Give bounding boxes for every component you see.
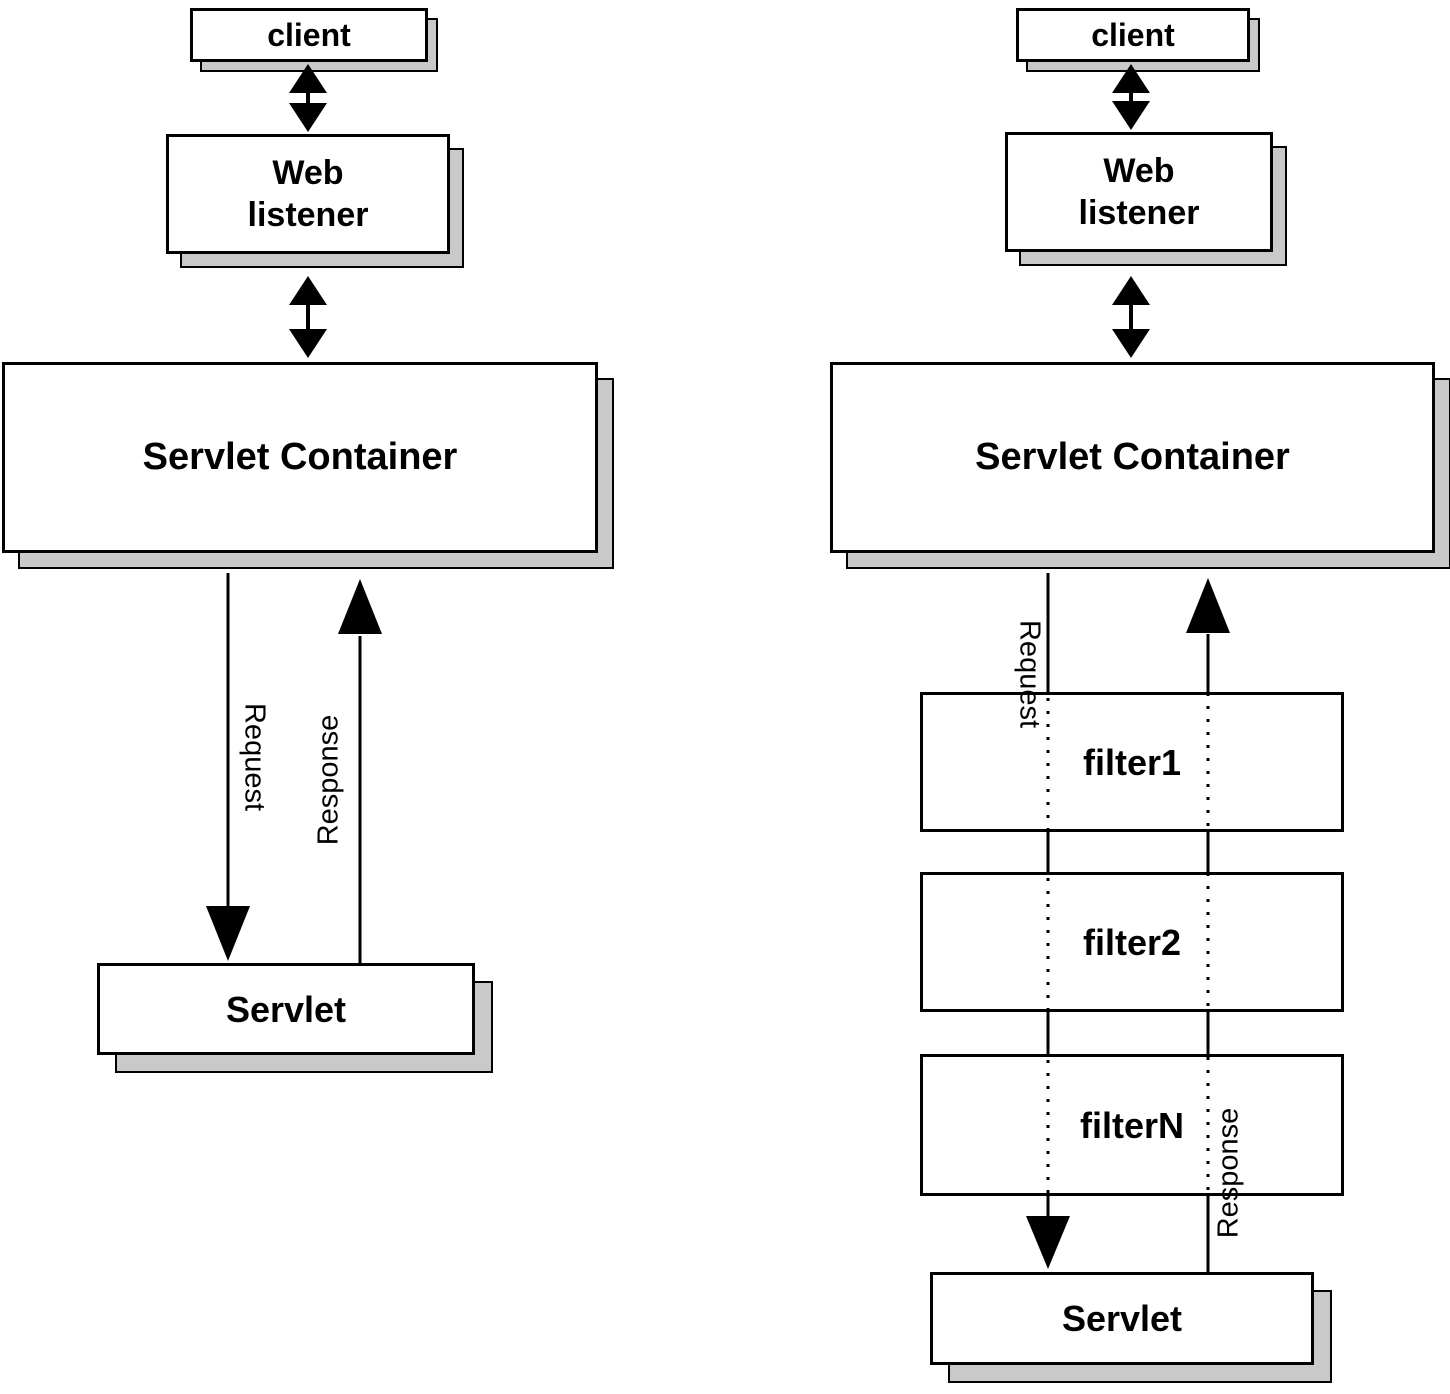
filterN-label: filterN	[1079, 1104, 1184, 1146]
left-servlet-container-box: Servlet Container	[2, 362, 598, 553]
left-web-listener-box: Web listener	[166, 134, 450, 254]
left-request-flow-label: Request	[238, 702, 271, 812]
left-servlet-box: Servlet	[97, 963, 475, 1055]
right-listener-container-double-arrow-icon	[1112, 276, 1150, 358]
left-servlet-label: Servlet	[225, 988, 347, 1030]
right-client-listener-double-arrow-icon	[1112, 64, 1150, 130]
right-servlet-label: Servlet	[1061, 1298, 1183, 1339]
left-servlet-container-label: Servlet Container	[142, 435, 458, 478]
right-client-label: client	[1091, 17, 1175, 53]
left-client-box: client	[190, 8, 428, 62]
filter1-box: filter1	[920, 692, 1344, 832]
left-web-listener-label: Web listener	[247, 153, 369, 235]
left-response-flow-label: Response	[312, 714, 345, 846]
filter2-box: filter2	[920, 872, 1344, 1012]
left-client-label: client	[267, 17, 351, 53]
right-servlet-container-box: Servlet Container	[830, 362, 1435, 553]
left-client-listener-double-arrow-icon	[289, 64, 327, 132]
right-servlet-container-label: Servlet Container	[975, 435, 1290, 478]
right-response-flow-label: Response	[1212, 1107, 1245, 1239]
filter1-label: filter1	[1082, 741, 1182, 783]
right-web-listener-box: Web listener	[1005, 132, 1273, 252]
left-listener-container-double-arrow-icon	[289, 276, 327, 358]
right-client-box: client	[1016, 8, 1250, 62]
filterN-box: filterN	[920, 1054, 1344, 1196]
right-servlet-box: Servlet	[930, 1272, 1314, 1365]
right-web-listener-label: Web listener	[1078, 151, 1200, 233]
right-request-flow-label: Request	[1013, 619, 1046, 729]
filter2-label: filter2	[1082, 921, 1182, 963]
